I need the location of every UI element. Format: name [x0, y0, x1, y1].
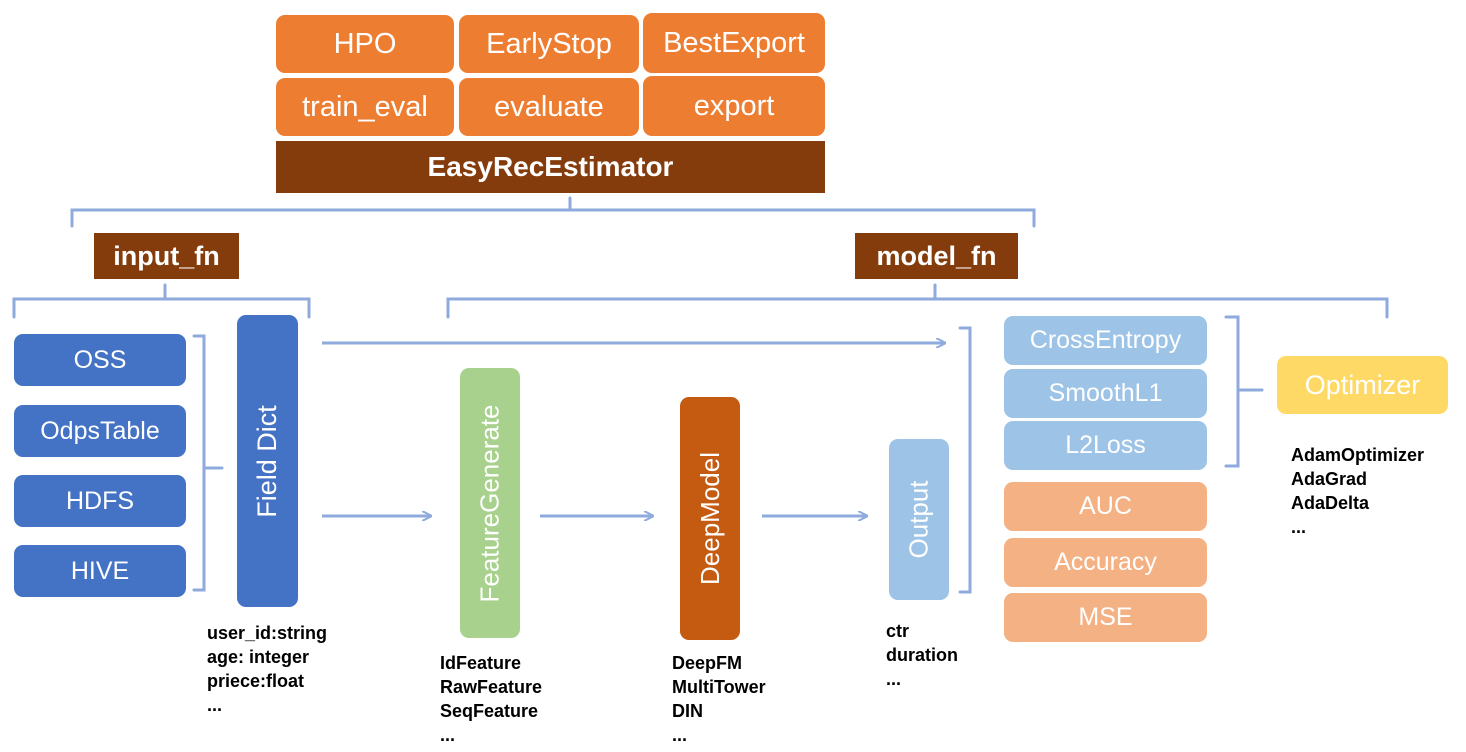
field-dict-example: priece:float: [207, 671, 305, 691]
output-box: Output: [889, 439, 949, 600]
model-example: MultiTower: [672, 677, 766, 697]
metric-auc: AUC: [1004, 482, 1207, 531]
feature-generate-label: FeatureGenerate: [474, 403, 505, 603]
field-dict-example: age: integer: [207, 647, 310, 667]
feature-generate-examples: IdFeature RawFeature SeqFeature ...: [440, 651, 542, 747]
output-example: ...: [886, 669, 902, 689]
deep-model-label: DeepModel: [694, 452, 725, 585]
source-odpstable: OdpsTable: [14, 405, 186, 457]
train-eval-box: train_eval: [276, 78, 454, 136]
evaluate-box: evaluate: [459, 78, 639, 136]
source-hdfs: HDFS: [14, 475, 186, 527]
field-dict-example: ...: [207, 695, 223, 715]
loss-bracket: [1224, 315, 1264, 468]
source-hive: HIVE: [14, 545, 186, 597]
field-dict-label: Field Dict: [252, 404, 282, 518]
optimizer-example: AdamOptimizer: [1291, 445, 1425, 465]
model-fn-bracket: [446, 283, 1389, 319]
model-example: DeepFM: [672, 653, 743, 673]
output-example: ctr: [886, 621, 910, 641]
field-dict-examples: user_id:string age: integer priece:float…: [207, 621, 327, 717]
feature-example: SeqFeature: [440, 701, 539, 721]
metric-mse: MSE: [1004, 593, 1207, 642]
output-label: Output: [903, 480, 934, 559]
optimizer-example: AdaDelta: [1291, 493, 1370, 513]
sources-bracket: [192, 334, 224, 592]
earlystop-box: EarlyStop: [459, 15, 639, 73]
estimator-bar: EasyRecEstimator: [276, 141, 825, 193]
input-fn-label: input_fn: [94, 233, 239, 279]
optimizer-box: Optimizer: [1277, 356, 1448, 414]
hpo-box: HPO: [276, 15, 454, 73]
output-examples: ctr duration ...: [886, 619, 958, 691]
optimizer-examples: AdamOptimizer AdaGrad AdaDelta ...: [1291, 443, 1424, 539]
bestexport-box: BestExport: [643, 13, 825, 73]
optimizer-example: AdaGrad: [1291, 469, 1368, 489]
model-fn-label: model_fn: [855, 233, 1018, 279]
deep-model-examples: DeepFM MultiTower DIN ...: [672, 651, 766, 747]
feature-generate-box: FeatureGenerate: [460, 368, 520, 638]
model-example: DIN: [672, 701, 703, 721]
feature-example: IdFeature: [440, 653, 522, 673]
deep-model-box: DeepModel: [680, 397, 740, 640]
loss-l2loss: L2Loss: [1004, 421, 1207, 470]
output-example: duration: [886, 645, 958, 665]
export-box: export: [643, 76, 825, 136]
field-dict-example: user_id:string: [207, 623, 328, 643]
output-bracket: [958, 326, 972, 594]
model-example: ...: [672, 725, 688, 745]
feature-example: ...: [440, 725, 456, 745]
estimator-bracket: [70, 196, 1036, 228]
source-oss: OSS: [14, 334, 186, 386]
field-dict-box: Field Dict: [237, 315, 298, 607]
input-fn-bracket: [12, 283, 311, 319]
loss-crossentropy: CrossEntropy: [1004, 316, 1207, 365]
feature-example: RawFeature: [440, 677, 543, 697]
optimizer-example: ...: [1291, 517, 1307, 537]
metric-accuracy: Accuracy: [1004, 538, 1207, 587]
loss-smoothl1: SmoothL1: [1004, 369, 1207, 418]
